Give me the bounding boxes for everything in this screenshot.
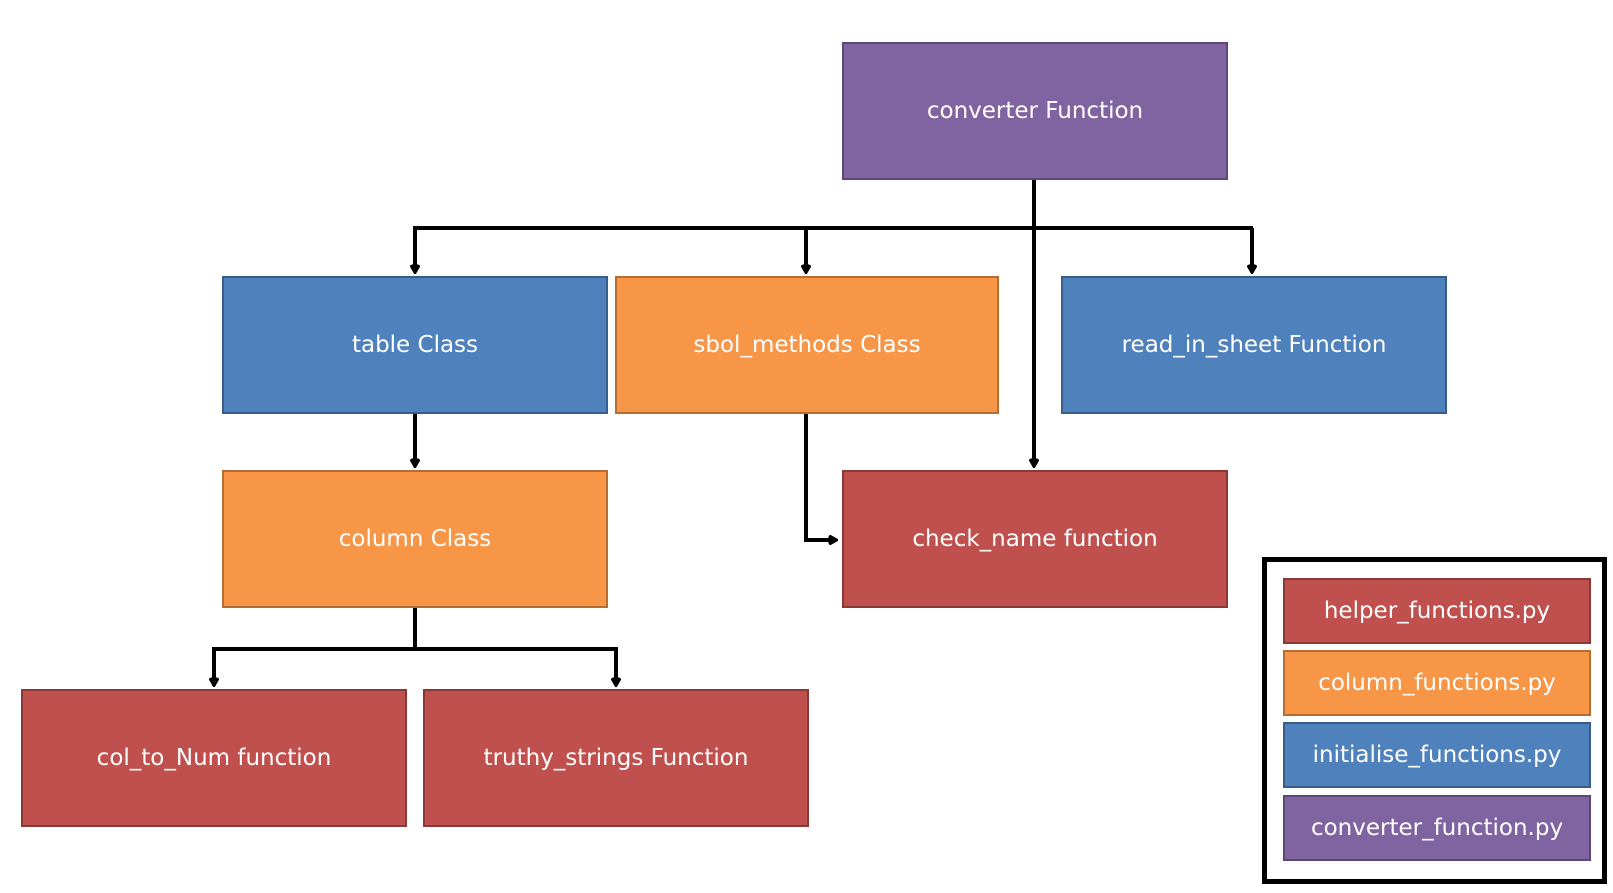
- node-sbol-methods-class-label: sbol_methods Class: [693, 332, 921, 358]
- node-converter-function-label: converter Function: [926, 98, 1144, 124]
- legend-item-converter: converter_function.py: [1283, 795, 1591, 861]
- node-col-to-num-function-label: col_to_Num function: [96, 745, 332, 771]
- legend-item-converter-label: converter_function.py: [1310, 815, 1564, 841]
- legend: helper_functions.py column_functions.py …: [1262, 557, 1607, 884]
- legend-item-initialise-label: initialise_functions.py: [1312, 742, 1562, 768]
- node-read-in-sheet-function-label: read_in_sheet Function: [1121, 332, 1387, 358]
- legend-item-column-label: column_functions.py: [1318, 670, 1556, 696]
- legend-item-initialise: initialise_functions.py: [1283, 722, 1591, 788]
- node-check-name-function-label: check_name function: [912, 526, 1158, 552]
- node-check-name-function: check_name function: [842, 470, 1228, 608]
- node-table-class: table Class: [222, 276, 608, 414]
- legend-item-helper: helper_functions.py: [1283, 578, 1591, 644]
- node-sbol-methods-class: sbol_methods Class: [615, 276, 999, 414]
- arrow-sbol-to-check-name: [804, 414, 836, 540]
- node-truthy-strings-function-label: truthy_strings Function: [483, 745, 749, 771]
- legend-item-helper-label: helper_functions.py: [1323, 598, 1551, 624]
- node-col-to-num-function: col_to_Num function: [21, 689, 407, 827]
- legend-item-column: column_functions.py: [1283, 650, 1591, 716]
- node-read-in-sheet-function: read_in_sheet Function: [1061, 276, 1447, 414]
- node-converter-function: converter Function: [842, 42, 1228, 180]
- node-column-class-label: column Class: [338, 526, 492, 552]
- node-column-class: column Class: [222, 470, 608, 608]
- node-truthy-strings-function: truthy_strings Function: [423, 689, 809, 827]
- node-table-class-label: table Class: [351, 332, 479, 358]
